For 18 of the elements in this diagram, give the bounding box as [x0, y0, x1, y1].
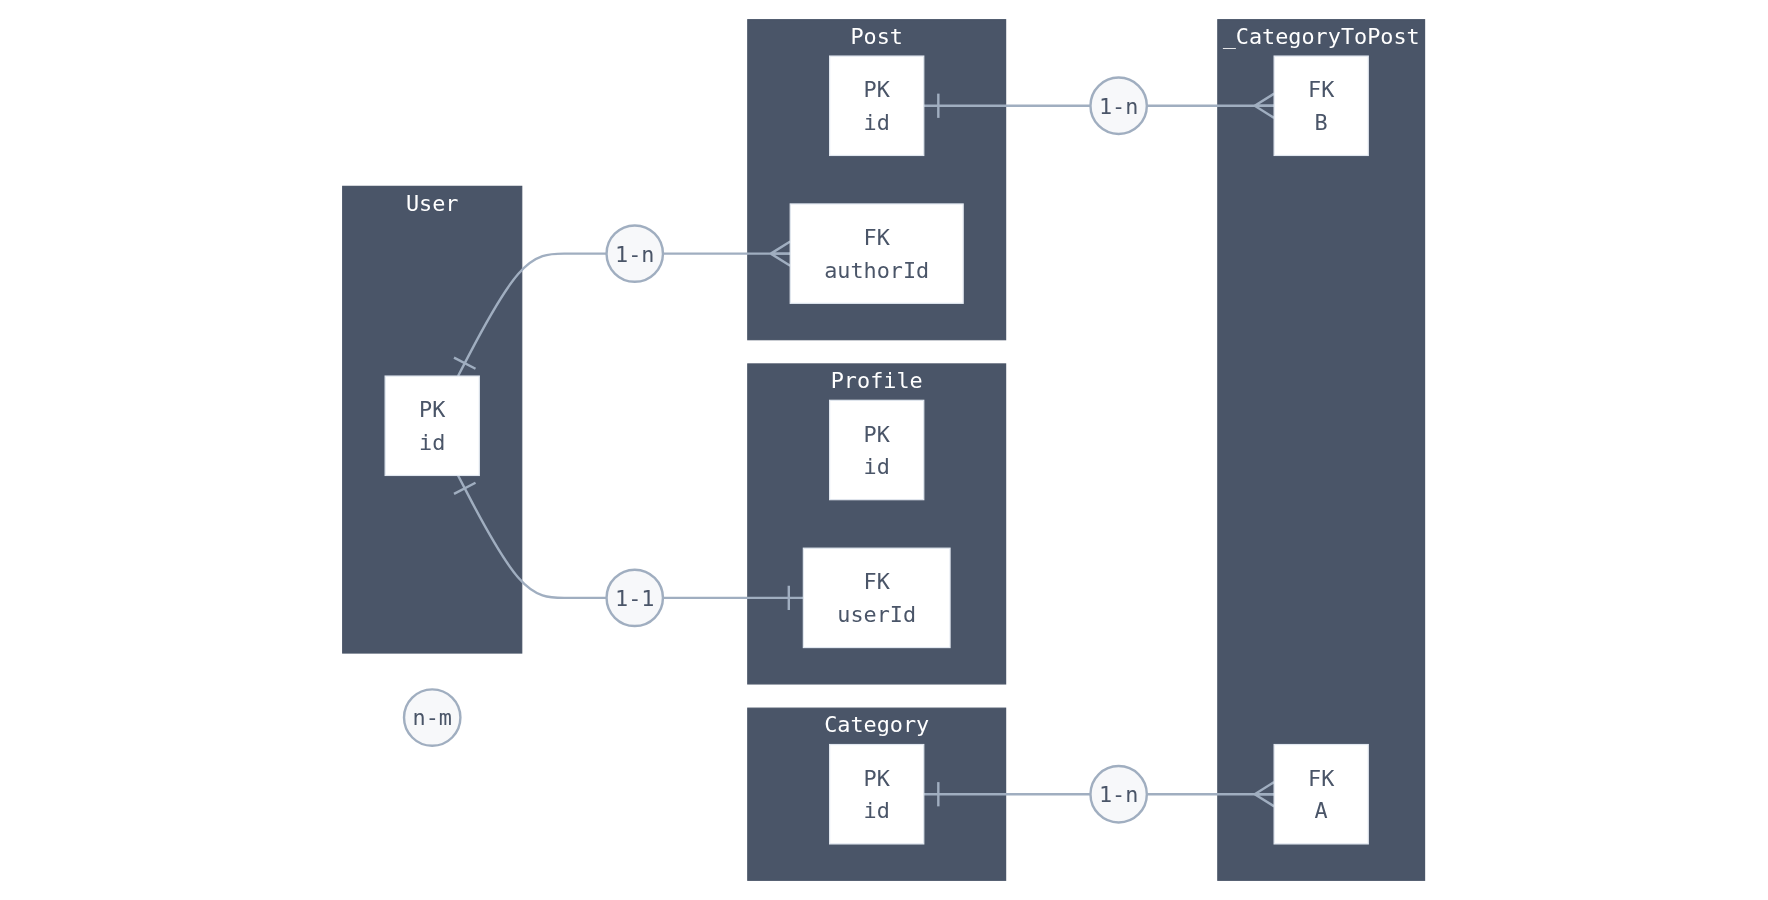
- node-box: FK B: [1273, 55, 1370, 157]
- node-circle: 1-n: [1089, 764, 1149, 824]
- node-circle: 1-1: [605, 568, 665, 628]
- connector: [924, 92, 1091, 120]
- node-box: PK id: [829, 743, 925, 845]
- connector: [924, 780, 1091, 808]
- node-circle: 1-n: [605, 224, 665, 284]
- connector: [663, 584, 804, 612]
- node-circle: 1-n: [1089, 76, 1149, 136]
- node-box: PK id: [384, 375, 481, 477]
- connector: [453, 474, 607, 600]
- node-box: FK authorId: [789, 203, 965, 304]
- node-box: FK userId: [803, 547, 951, 649]
- node-box: PK id: [829, 55, 925, 157]
- node-circle: n-m: [403, 688, 462, 747]
- connector: [453, 252, 607, 377]
- node-box: FK A: [1273, 743, 1370, 845]
- node-box: PK id: [829, 399, 925, 501]
